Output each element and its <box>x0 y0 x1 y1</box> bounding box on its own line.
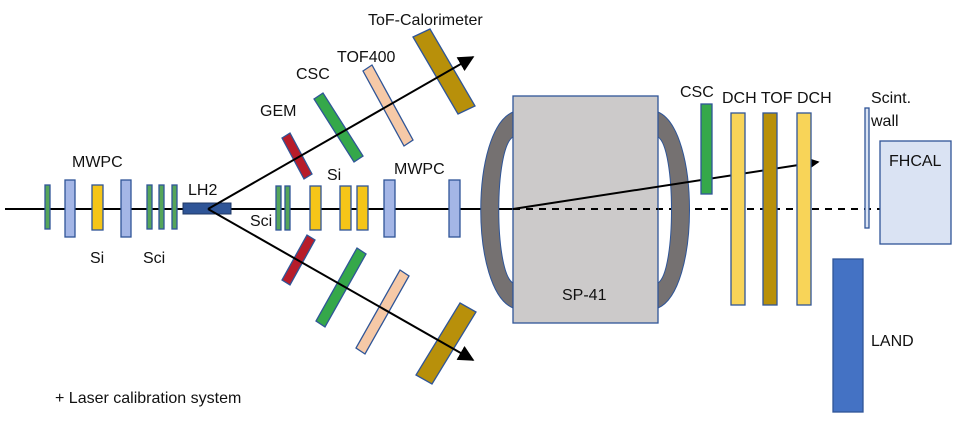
csc-upper <box>313 92 364 163</box>
label-si-left: Si <box>90 250 104 267</box>
label-scint-wall-1: Scint. <box>871 90 911 107</box>
label-sci-mid: Sci <box>250 213 272 230</box>
label-fhcal: FHCAL <box>889 153 942 170</box>
lh2-target <box>182 202 232 215</box>
mwpc-left-1 <box>64 179 76 238</box>
label-magnet: SP-41 <box>562 287 607 304</box>
mwpc-left-2 <box>120 179 132 238</box>
label-csc-upper: CSC <box>296 66 330 83</box>
label-tof-calorimeter: ToF-Calorimeter <box>368 12 483 29</box>
csc-right <box>700 103 713 195</box>
si-left <box>91 184 104 231</box>
mwpc-mid-1 <box>383 179 396 238</box>
label-scint-wall-2: wall <box>870 113 899 130</box>
label-dch-tof-dch: DCH TOF DCH <box>722 90 832 107</box>
dch-1 <box>730 112 746 306</box>
mwpc-mid-2 <box>448 179 461 238</box>
sci-left-1 <box>146 184 153 230</box>
label-mwpc-mid: MWPC <box>394 161 445 178</box>
sci-left-3 <box>171 184 178 230</box>
sci-left-2 <box>158 184 165 230</box>
sci-mid-2 <box>284 185 291 231</box>
track-upper <box>207 56 475 210</box>
label-tof400: TOF400 <box>337 49 396 66</box>
label-land: LAND <box>871 333 914 350</box>
sci-left-0 <box>44 184 51 230</box>
tof-calorimeter-upper <box>412 28 476 115</box>
label-lh2: LH2 <box>188 182 217 199</box>
gem-upper-shape <box>281 132 313 180</box>
label-gem: GEM <box>260 103 296 120</box>
dch-2 <box>796 112 812 306</box>
track-lower <box>207 208 475 361</box>
csc-lower <box>315 247 367 328</box>
si-mid-1 <box>309 185 322 231</box>
si-mid-2 <box>339 185 352 231</box>
label-csc-right: CSC <box>680 84 714 101</box>
fhcal <box>879 140 952 245</box>
si-mid-3 <box>356 185 369 231</box>
label-sci-left: Sci <box>143 250 165 267</box>
sci-mid-1 <box>275 185 282 231</box>
label-mwpc-left: MWPC <box>72 154 123 171</box>
scint-wall <box>864 107 870 229</box>
label-si-mid: Si <box>327 167 341 184</box>
label-laser-note: + Laser calibration system <box>55 390 241 407</box>
land <box>832 258 864 413</box>
tof400-lower <box>355 269 410 355</box>
tof-700 <box>762 112 778 306</box>
